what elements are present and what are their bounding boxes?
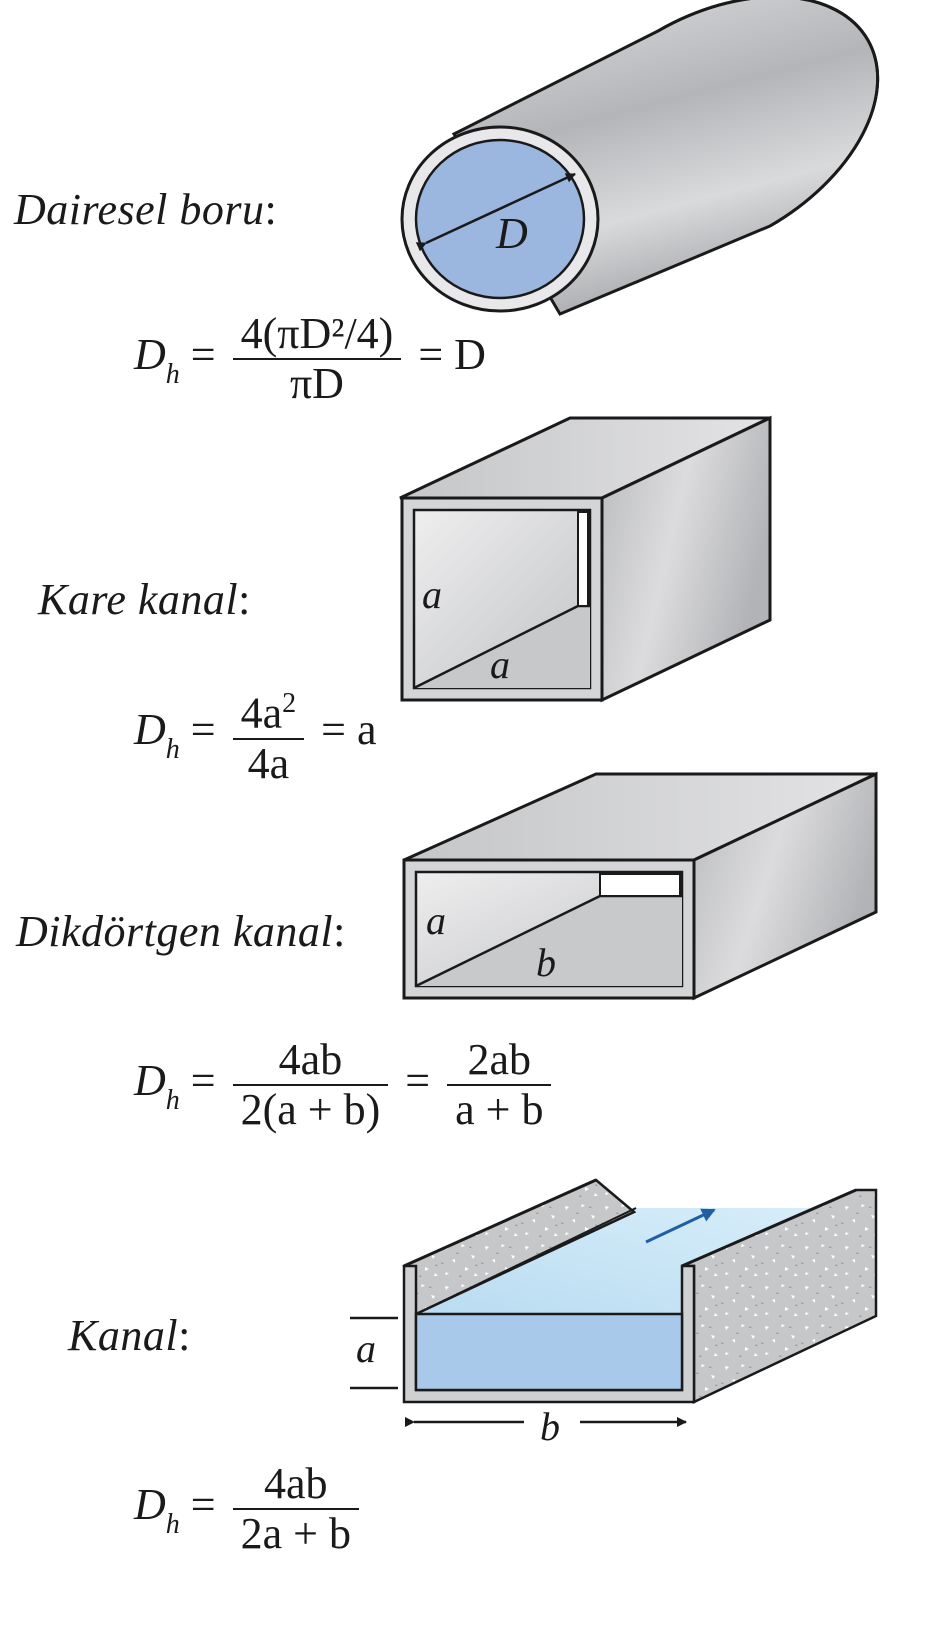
formula-rectangular: Dh = 4ab 2(a + b) = 2ab a + b [134, 1036, 557, 1134]
square-bottom-label-a: a [490, 642, 510, 687]
fraction-channel: 4ab 2a + b [232, 1460, 359, 1558]
diameter-label: D [495, 209, 528, 258]
label-open-channel: Kanal: [68, 1311, 191, 1360]
fraction-circular: 4(πD²/4) πD [232, 310, 402, 408]
channel-width-label-b: b [540, 1404, 560, 1449]
square-side-label-a: a [422, 572, 442, 617]
label-square-duct: Kare kanal: [38, 575, 251, 624]
fraction-rectangular-2: 2ab a + b [447, 1036, 552, 1134]
formula-square: Dh = 4a2 4a = a [134, 680, 376, 788]
formula-circular: Dh = 4(πD²/4) πD = D [134, 309, 486, 408]
channel-depth-label-a: a [356, 1326, 376, 1371]
diameter-arrow [415, 172, 576, 252]
label-rectangular-duct: Dikdörtgen kanal: [16, 907, 346, 956]
open-channel-figure: a b [350, 1178, 878, 1449]
circular-pipe-figure: D [400, 0, 880, 316]
fraction-rectangular-1: 4ab 2(a + b) [232, 1036, 389, 1134]
square-duct-figure: a a [399, 415, 772, 703]
water-front-face [414, 1312, 684, 1392]
fraction-square: 4a2 4a [232, 680, 305, 788]
rect-side-label-a: a [426, 898, 446, 943]
rect-bottom-label-b: b [536, 940, 556, 985]
rectangular-duct-figure: a b [402, 771, 878, 1001]
label-circular-pipe: Dairesel boru: [14, 185, 278, 234]
formula-channel: Dh = 4ab 2a + b [134, 1460, 365, 1558]
flow-direction-arrow [645, 1208, 716, 1244]
